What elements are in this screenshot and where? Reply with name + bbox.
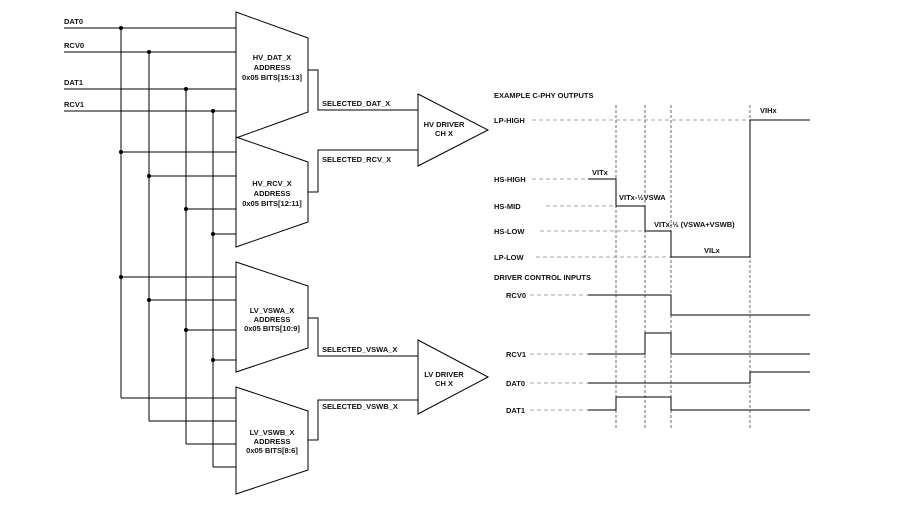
selected-wires: SELECTED_DAT_X SELECTED_RCV_X SELECTED_V… — [308, 69, 418, 441]
mux-lv-vswb: LV_VSWB_X ADDRESS 0x05 BITS[8:6] — [235, 386, 309, 495]
timing-diagram: EXAMPLE C-PHY OUTPUTS LP-HIGH HS-HIGH HS… — [494, 91, 810, 428]
mux-lv-vswb-sub: ADDRESS — [254, 437, 291, 446]
annotation-vilx: VILx — [704, 246, 721, 255]
annotation-vitx: VITx — [592, 168, 609, 177]
mux-hv-dat-title: HV_DAT_X — [253, 53, 292, 62]
control-label-rcv1: RCV1 — [506, 350, 526, 359]
waveform-dat1 — [588, 396, 810, 411]
lv-driver: LV DRIVER CH X — [417, 339, 490, 415]
outputs-title: EXAMPLE C-PHY OUTPUTS — [494, 91, 593, 100]
mux-hv-rcv-sub: ADDRESS — [254, 189, 291, 198]
hv-driver: HV DRIVER CH X — [417, 93, 490, 167]
mux-lv-vswb-bits: 0x05 BITS[8:6] — [246, 446, 298, 455]
mux-hv-dat-bits: 0x05 BITS[15:13] — [242, 73, 303, 82]
inputs-title: DRIVER CONTROL INPUTS — [494, 273, 591, 282]
mux-lv-vswa: LV_VSWA_X ADDRESS 0x05 BITS[10:9] — [235, 261, 309, 373]
input-label-dat0: DAT0 — [64, 17, 83, 26]
input-bus: DAT0 RCV0 DAT1 RCV1 — [64, 17, 236, 468]
control-label-rcv0: RCV0 — [506, 291, 526, 300]
waveform-rcv0 — [588, 294, 810, 316]
hv-driver-line1: HV DRIVER — [424, 120, 465, 129]
waveform-dat0 — [588, 371, 810, 384]
level-lp-low: LP-LOW — [494, 253, 524, 262]
selected-vswa-label: SELECTED_VSWA_X — [322, 345, 397, 354]
input-label-dat1: DAT1 — [64, 78, 83, 87]
selected-rcv-label: SELECTED_RCV_X — [322, 155, 391, 164]
control-label-dat1: DAT1 — [506, 406, 525, 415]
mux-hv-rcv-bits: 0x05 BITS[12:11] — [242, 199, 302, 208]
mux-hv-rcv-title: HV_RCV_X — [252, 179, 292, 188]
level-hs-high: HS-HIGH — [494, 175, 526, 184]
mux-hv-dat: HV_DAT_X ADDRESS 0x05 BITS[15:13] — [235, 11, 309, 139]
mux-hv-rcv: HV_RCV_X ADDRESS 0x05 BITS[12:11] — [235, 136, 309, 248]
mux-hv-dat-sub: ADDRESS — [254, 63, 291, 72]
mux-lv-vswa-title: LV_VSWA_X — [250, 306, 294, 315]
mux-lv-vswa-bits: 0x05 BITS[10:9] — [244, 324, 300, 333]
waveform-rcv1 — [588, 332, 810, 355]
mux-lv-vswb-title: LV_VSWB_X — [250, 428, 295, 437]
mux-lv-vswa-sub: ADDRESS — [254, 315, 291, 324]
control-label-dat0: DAT0 — [506, 379, 525, 388]
output-waveform — [588, 119, 810, 258]
annotation-vihx: VIHx — [760, 106, 778, 115]
lv-driver-line1: LV DRIVER — [424, 370, 464, 379]
level-hs-mid: HS-MID — [494, 202, 521, 211]
selected-vswb-label: SELECTED_VSWB_X — [322, 402, 398, 411]
input-label-rcv1: RCV1 — [64, 100, 84, 109]
level-lp-high: LP-HIGH — [494, 116, 525, 125]
input-label-rcv0: RCV0 — [64, 41, 84, 50]
level-hs-low: HS-LOW — [494, 227, 525, 236]
hv-driver-line2: CH X — [435, 129, 453, 138]
lv-driver-line2: CH X — [435, 379, 453, 388]
annotation-vitx-half-sum: VITx-½ (VSWA+VSWB) — [654, 220, 735, 229]
annotation-vitx-half-vswa: VITx-½VSWA — [619, 193, 666, 202]
selected-dat-label: SELECTED_DAT_X — [322, 99, 390, 108]
